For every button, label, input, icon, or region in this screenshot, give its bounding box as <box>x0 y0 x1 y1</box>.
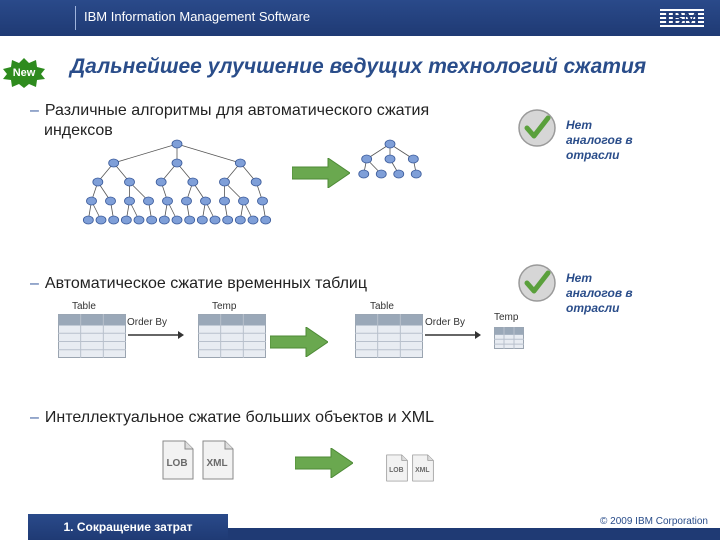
checkmark-icon <box>518 109 556 147</box>
footer-copyright: © 2009 IBM Corporation <box>600 516 708 527</box>
tree-node <box>92 177 104 187</box>
table-label: Table <box>72 301 96 312</box>
new-badge: New <box>2 58 46 88</box>
tree-node <box>375 169 387 179</box>
page-title: Дальнейшее улучшение ведущих технологий … <box>70 55 647 78</box>
tree-node <box>234 215 246 225</box>
arrow-right-icon <box>295 448 353 478</box>
tree-node <box>162 196 173 206</box>
table-grid-icon <box>494 327 524 349</box>
tree-node <box>95 215 107 225</box>
svg-text:IBM: IBM <box>664 8 700 28</box>
tree-node <box>171 139 183 149</box>
tree-node <box>361 154 373 164</box>
tree-node <box>250 177 262 187</box>
tree-node <box>260 215 272 225</box>
tree-node <box>124 196 135 206</box>
tree-node <box>393 169 405 179</box>
lob-document-icon: LOB <box>162 440 194 480</box>
tree-node <box>257 196 268 206</box>
arrow-right-icon <box>128 331 184 339</box>
table-grid-icon <box>198 314 266 358</box>
checkmark-icon <box>518 264 556 302</box>
grid-header <box>198 314 266 326</box>
bullet-lob-xml: –Интеллектуальное сжатие больших объекто… <box>30 409 435 426</box>
grid-header <box>355 314 423 326</box>
xml-document-icon: XML <box>412 454 434 482</box>
arrow-right-icon <box>425 331 481 339</box>
tree-node <box>143 196 154 206</box>
tree-node <box>196 215 208 225</box>
tree-node <box>187 177 199 187</box>
xml-document-icon: XML <box>202 440 234 480</box>
svg-text:LOB: LOB <box>389 467 404 474</box>
tree-node <box>358 169 370 179</box>
tree-node <box>238 196 249 206</box>
tree-node <box>384 154 396 164</box>
svg-text:XML: XML <box>206 458 227 469</box>
grid-header <box>494 327 524 335</box>
grid-header <box>58 314 126 326</box>
header-bar: IBM Information Management Software IBM <box>0 0 720 36</box>
ibm-logo: IBM <box>660 8 704 28</box>
table-grid-icon <box>58 314 126 358</box>
tree-node <box>209 215 221 225</box>
tree-node <box>407 154 419 164</box>
tree-node <box>108 158 120 168</box>
header-brand: IBM Information Management Software <box>84 9 311 24</box>
tree-node <box>184 215 196 225</box>
bullet-temp-tables: –Автоматическое сжатие временных таблиц <box>30 275 368 292</box>
footer-bar <box>228 528 720 540</box>
tree-node <box>219 196 230 206</box>
starburst-icon <box>3 58 45 88</box>
tree-node <box>82 215 94 225</box>
tree-node <box>120 215 132 225</box>
arrow-right-icon <box>292 158 350 188</box>
temp-label: Temp <box>212 301 237 312</box>
index-tree-uncompressed <box>82 139 272 225</box>
table-grid-icon <box>355 314 423 358</box>
tree-node <box>108 215 120 225</box>
svg-text:LOB: LOB <box>166 458 187 469</box>
table-label: Table <box>370 301 394 312</box>
bullet-index-compression: –Различные алгоритмы для автоматического… <box>30 102 430 139</box>
tree-node <box>234 158 246 168</box>
tree-node <box>247 215 259 225</box>
tree-edge <box>113 143 178 164</box>
order-by-label: Order By <box>425 317 466 328</box>
tree-node <box>181 196 192 206</box>
tree-node <box>410 169 422 179</box>
arrow-right-icon <box>270 327 328 357</box>
header-divider <box>75 6 76 30</box>
temp-label: Temp <box>494 312 519 323</box>
tree-node <box>171 215 183 225</box>
tree-node <box>171 158 183 168</box>
tree-node <box>86 196 97 206</box>
order-by-label: Order By <box>127 317 168 328</box>
tree-node <box>124 177 135 187</box>
tree-node <box>219 177 230 187</box>
tree-node <box>200 196 211 206</box>
tree-node <box>146 215 158 225</box>
tree-node <box>133 215 145 225</box>
tree-node <box>384 139 396 149</box>
tree-node <box>158 215 170 225</box>
lob-document-icon: LOB <box>386 454 408 482</box>
tree-node <box>155 177 167 187</box>
svg-text:XML: XML <box>415 467 429 474</box>
tree-edge <box>176 143 241 164</box>
tree-node <box>105 196 116 206</box>
tree-node <box>222 215 234 225</box>
index-tree-compressed <box>358 139 422 179</box>
footer-section-label: 1. Сокращение затрат <box>28 514 228 540</box>
